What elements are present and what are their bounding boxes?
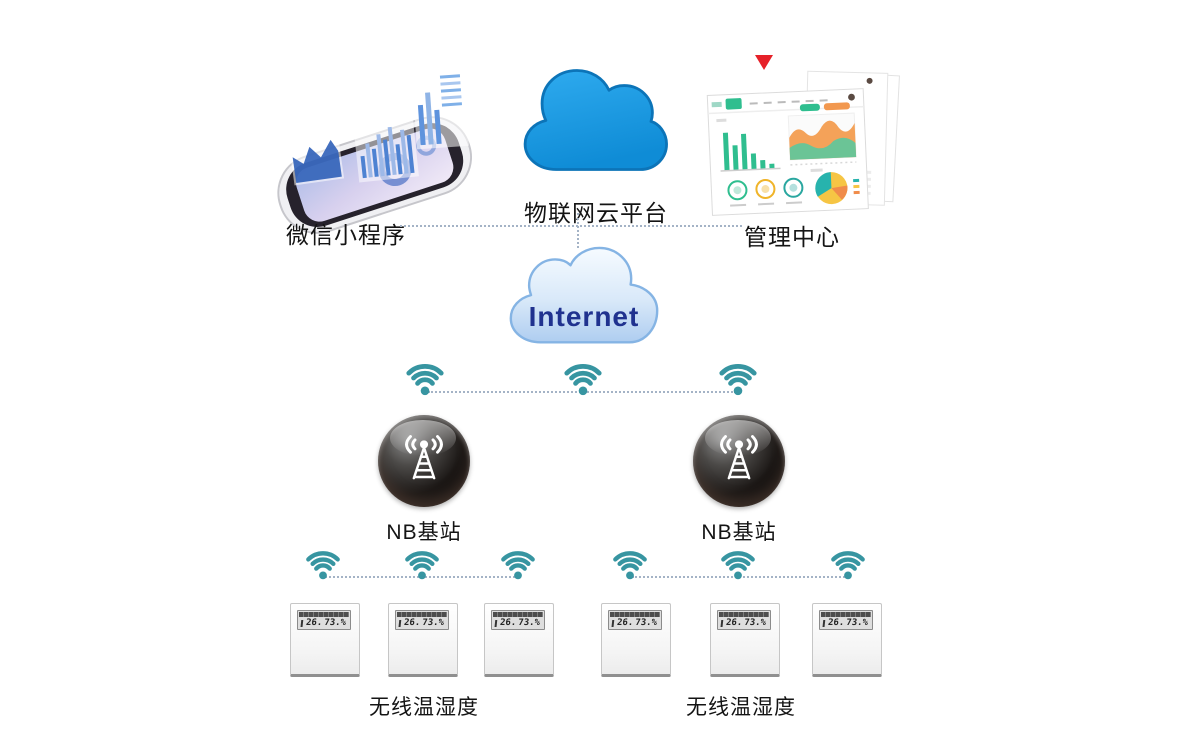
- internet-cloud-icon: [509, 246, 659, 344]
- thermometer-icon: [398, 619, 402, 627]
- lcd-header-strip: [821, 612, 871, 617]
- temp-humidity-sensor: 26. 73.%: [290, 603, 360, 677]
- red-marker-icon: [755, 55, 773, 70]
- lcd-humidity: 73.%: [517, 618, 541, 628]
- wifi-icon: [560, 355, 606, 397]
- antenna-icon: [405, 435, 443, 480]
- lcd-temperature: 26.: [403, 618, 421, 628]
- lcd-humidity: 73.%: [323, 618, 347, 628]
- iot-cloud-graphic: [512, 62, 674, 194]
- wechat-mini-program-label: 微信小程序: [286, 222, 406, 248]
- sensor-lcd-display: 26. 73.%: [297, 610, 351, 630]
- wifi-icon: [715, 355, 761, 397]
- thermometer-icon: [720, 619, 724, 627]
- nb-station-button-left: [378, 415, 470, 507]
- lcd-humidity: 73.%: [845, 618, 869, 628]
- connector-top-vertical: [577, 213, 579, 248]
- temp-humidity-sensor: 26. 73.%: [388, 603, 458, 677]
- lcd-humidity: 73.%: [743, 618, 767, 628]
- lcd-temperature: 26.: [305, 618, 323, 628]
- sensor-group-label-left: 无线温湿度: [369, 696, 479, 719]
- lcd-humidity: 73.%: [634, 618, 658, 628]
- smartphone-charts-graphic: [276, 56, 474, 234]
- wifi-icon: [717, 543, 759, 581]
- wifi-icon: [302, 543, 344, 581]
- sensor-lcd-display: 26. 73.%: [491, 610, 545, 630]
- sensor-lcd-display: 26. 73.%: [395, 610, 449, 630]
- lcd-temperature: 26.: [499, 618, 517, 628]
- lcd-humidity: 73.%: [421, 618, 445, 628]
- thermometer-icon: [300, 619, 304, 627]
- lcd-header-strip: [610, 612, 660, 617]
- temp-humidity-sensor: 26. 73.%: [710, 603, 780, 677]
- management-center-label: 管理中心: [744, 224, 840, 250]
- nb-station-button-right: [693, 415, 785, 507]
- lcd-header-strip: [397, 612, 447, 617]
- iot-cloud-platform-label: 物联网云平台: [524, 200, 668, 226]
- wifi-icon: [401, 543, 443, 581]
- thermometer-icon: [494, 619, 498, 627]
- wifi-icon: [827, 543, 869, 581]
- dashboard-screens-icon: [706, 70, 900, 216]
- temp-humidity-sensor: 26. 73.%: [601, 603, 671, 677]
- antenna-icon: [720, 435, 758, 480]
- internet-label: Internet: [528, 301, 640, 332]
- sensor-lcd-display: 26. 73.%: [819, 610, 873, 630]
- smartphone-icon: [277, 65, 473, 234]
- wifi-icon: [402, 355, 448, 397]
- lcd-header-strip: [493, 612, 543, 617]
- nb-station-label-right: NB基站: [701, 521, 777, 544]
- lcd-header-strip: [299, 612, 349, 617]
- sensor-lcd-display: 26. 73.%: [717, 610, 771, 630]
- thermometer-icon: [611, 619, 615, 627]
- cloud-icon: [523, 69, 668, 171]
- internet-cloud-graphic: [502, 246, 666, 350]
- lcd-temperature: 26.: [827, 618, 845, 628]
- lcd-header-strip: [719, 612, 769, 617]
- wifi-icon: [497, 543, 539, 581]
- wifi-icon: [609, 543, 651, 581]
- temp-humidity-sensor: 26. 73.%: [484, 603, 554, 677]
- dashboard-graphic: [706, 66, 901, 218]
- lcd-temperature: 26.: [616, 618, 634, 628]
- sensor-lcd-display: 26. 73.%: [608, 610, 662, 630]
- lcd-temperature: 26.: [725, 618, 743, 628]
- nb-station-label-left: NB基站: [386, 521, 462, 544]
- sensor-group-label-right: 无线温湿度: [686, 696, 796, 719]
- thermometer-icon: [822, 619, 826, 627]
- connector-top-horizontal: [400, 225, 742, 227]
- temp-humidity-sensor: 26. 73.%: [812, 603, 882, 677]
